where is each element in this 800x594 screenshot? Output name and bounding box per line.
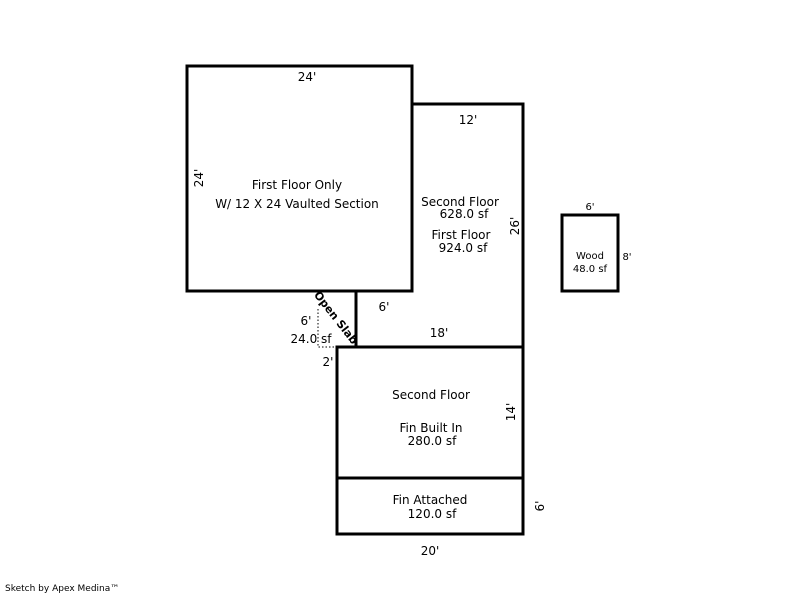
- second-floor-sf: 628.0 sf: [440, 207, 489, 221]
- second-floor-label: Second Floor: [421, 195, 499, 209]
- dim-bottom-twenty: 20': [421, 544, 440, 558]
- wood-sf: 48.0 sf: [573, 264, 608, 275]
- fin-built-in-sf: 280.0 sf: [408, 434, 457, 448]
- fin-built-in-room: [335, 345, 525, 480]
- main-area-line1: First Floor Only: [252, 178, 342, 192]
- main-area-line2: W/ 12 X 24 Vaulted Section: [215, 197, 379, 211]
- dim-main-top: 24': [298, 70, 317, 84]
- main-first-floor-room: [185, 64, 414, 293]
- fin-attached-sf: 120.0 sf: [408, 507, 457, 521]
- wood-label: Wood: [576, 251, 604, 262]
- slab-sf: 24.0 sf: [290, 332, 332, 346]
- fin-attached-label: Fin Attached: [393, 493, 468, 507]
- wood-deck-room: [560, 213, 620, 293]
- dim-wood-right: 8': [622, 252, 631, 263]
- dim-second-top: 12': [459, 113, 478, 127]
- dim-slab-six: 6': [301, 314, 312, 328]
- fin-built-in-label: Fin Built In: [400, 421, 463, 435]
- dim-inner-fourteen: 14': [504, 403, 518, 422]
- sketch-credit: Sketch by Apex Medina™: [5, 584, 119, 594]
- dim-slab-two: 2': [323, 355, 334, 369]
- second-floor-outline: [410, 102, 525, 349]
- first-floor-sf: 924.0 sf: [439, 241, 488, 255]
- dim-inner-eighteen: 18': [430, 326, 449, 340]
- lower-second-floor-label: Second Floor: [392, 388, 470, 402]
- dim-second-right: 26': [508, 217, 522, 236]
- dim-main-left: 24': [192, 169, 206, 188]
- first-floor-label: First Floor: [432, 228, 491, 242]
- dim-wood-top: 6': [585, 202, 594, 213]
- fin-attached-room: [335, 476, 525, 536]
- dim-attached-six: 6': [533, 501, 547, 512]
- dim-inner-six: 6': [379, 300, 390, 314]
